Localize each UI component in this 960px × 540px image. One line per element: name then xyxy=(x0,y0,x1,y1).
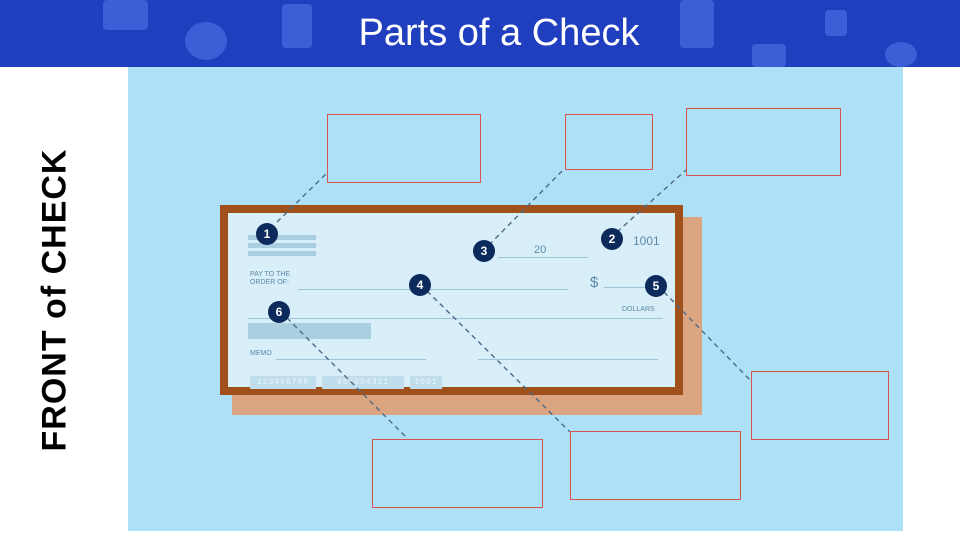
account-number: 987654321 xyxy=(322,376,404,389)
folder-decoration xyxy=(752,44,786,67)
routing-number: 123456789 xyxy=(250,376,316,389)
callout-3-badge: 3 xyxy=(473,240,495,262)
callout-2-badge: 2 xyxy=(601,228,623,250)
order-of-label: ORDER OF: xyxy=(250,279,289,286)
answer-box-5[interactable] xyxy=(751,371,889,440)
payee-line xyxy=(298,289,568,290)
answer-box-6[interactable] xyxy=(372,439,543,508)
memo-label: MEMO xyxy=(250,350,272,357)
piggy-bank-small-decoration xyxy=(885,42,917,67)
date-prefix: 20 xyxy=(534,244,547,256)
front-of-check-label: FRONT of CHECK xyxy=(35,148,74,452)
header-banner: Parts of a Check xyxy=(0,0,960,67)
answer-box-1[interactable] xyxy=(327,114,481,183)
pay-to-label: PAY TO THE xyxy=(250,271,291,278)
account-holder-bar xyxy=(248,243,316,248)
callout-1-badge: 1 xyxy=(256,223,278,245)
answer-box-2[interactable] xyxy=(686,108,841,176)
account-holder-bar xyxy=(248,251,316,256)
callout-6-badge: 6 xyxy=(268,301,290,323)
micr-check-number: 1001 xyxy=(410,376,442,389)
amount-words-line xyxy=(248,318,663,319)
document-decoration xyxy=(282,4,312,48)
piggy-bank-decoration xyxy=(185,22,227,60)
callout-5-badge: 5 xyxy=(645,275,667,297)
memo-bar xyxy=(248,323,371,339)
memo-line xyxy=(276,359,426,360)
dollar-sign: $ xyxy=(590,274,599,291)
amount-line xyxy=(604,287,662,288)
calculator-small-decoration xyxy=(825,10,847,36)
callout-4-badge: 4 xyxy=(409,274,431,296)
dollars-label: DOLLARS xyxy=(622,306,655,313)
date-line xyxy=(498,257,588,258)
signature-line xyxy=(478,359,658,360)
slide-title: Parts of a Check xyxy=(358,12,640,54)
answer-box-3[interactable] xyxy=(565,114,653,170)
calculator-decoration xyxy=(680,0,714,48)
calendar-decoration xyxy=(103,0,148,30)
answer-box-4[interactable] xyxy=(570,431,741,500)
account-holder-bar xyxy=(248,235,316,240)
check-number: 1001 xyxy=(633,234,660,248)
